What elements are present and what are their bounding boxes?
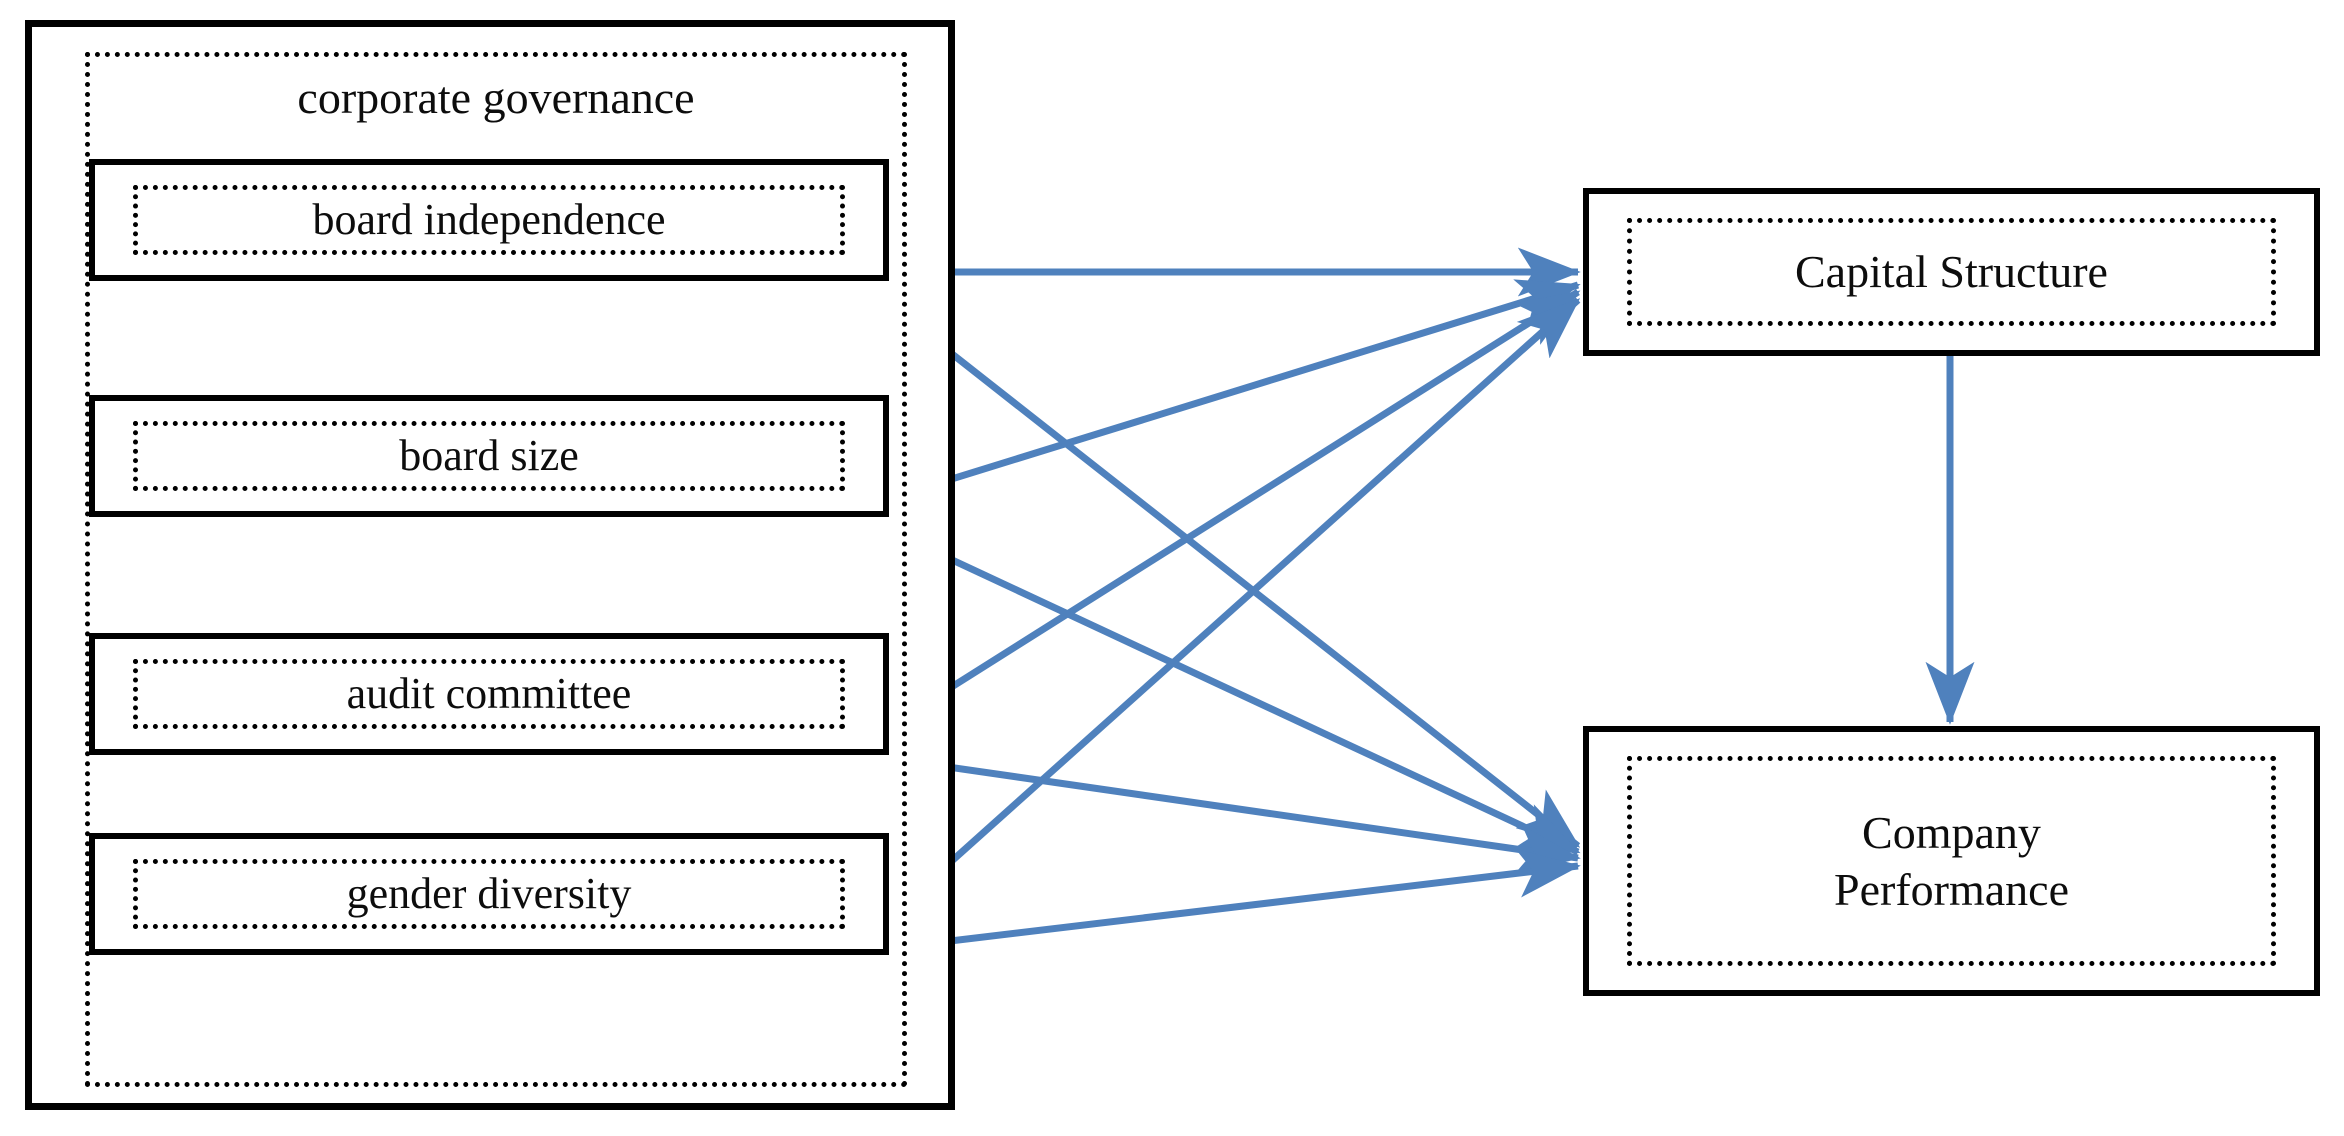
arrow-board-size-to-capital-structure bbox=[856, 279, 1581, 512]
driver-label-board-size: board size bbox=[399, 430, 579, 480]
driver-box-audit-committee[interactable]: audit committee bbox=[89, 633, 889, 755]
driver-inner-frame: board size bbox=[133, 421, 845, 491]
outcome-label-company-performance: Company Performance bbox=[1834, 806, 2069, 916]
arrow-board-independence-to-company-performance bbox=[855, 277, 1581, 849]
arrow-audit-committee-to-capital-structure bbox=[856, 289, 1581, 749]
arrow-board-size-to-company-performance bbox=[856, 512, 1581, 856]
outcome-box-capital-structure[interactable]: Capital Structure bbox=[1583, 188, 2320, 356]
outcome-inner-frame: Capital Structure bbox=[1627, 218, 2276, 326]
driver-inner-frame: audit committee bbox=[133, 659, 845, 729]
arrow-audit-committee-to-company-performance bbox=[857, 750, 1581, 874]
outcome-label-capital-structure: Capital Structure bbox=[1795, 246, 2108, 298]
outcome-inner-frame: Company Performance bbox=[1627, 756, 2276, 966]
arrow-gender-diversity-to-capital-structure bbox=[855, 297, 1581, 948]
corporate-governance-dotted-frame: corporate governance bbox=[85, 52, 907, 1087]
driver-box-board-independence[interactable]: board independence bbox=[89, 159, 889, 281]
corporate-governance-title: corporate governance bbox=[297, 72, 695, 123]
driver-label-gender-diversity: gender diversity bbox=[346, 868, 632, 918]
driver-box-board-size[interactable]: board size bbox=[89, 395, 889, 517]
driver-label-audit-committee: audit committee bbox=[346, 668, 632, 718]
arrow-gender-diversity-to-company-performance bbox=[857, 848, 1581, 956]
outcome-box-company-performance[interactable]: Company Performance bbox=[1583, 726, 2320, 996]
driver-inner-frame: gender diversity bbox=[133, 859, 845, 929]
driver-label-board-independence: board independence bbox=[312, 194, 666, 244]
driver-box-gender-diversity[interactable]: gender diversity bbox=[89, 833, 889, 955]
corporate-governance-container: corporate governance board independence … bbox=[25, 20, 955, 1110]
driver-inner-frame: board independence bbox=[133, 185, 845, 255]
